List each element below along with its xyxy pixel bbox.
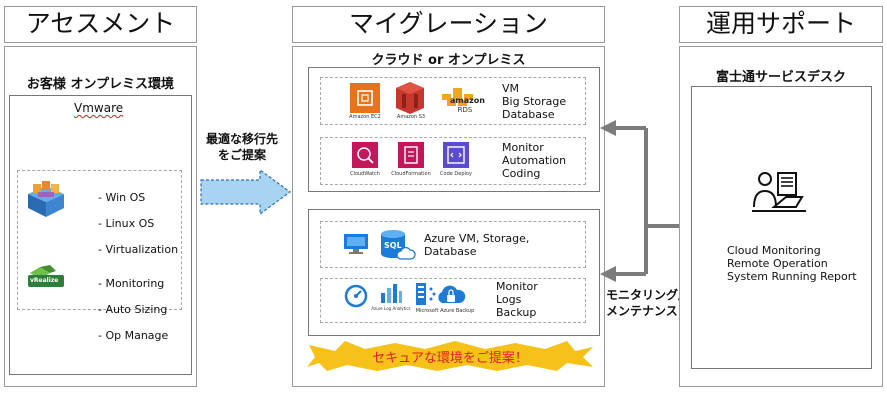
support-items: Cloud Monitoring Remote Operation System…	[727, 244, 857, 283]
assessment-subtitle: お客様 オンプレミス環境	[26, 77, 175, 92]
monitoring-feedback-arrows	[600, 120, 684, 282]
cloudwatch-caption: CloudWatch	[350, 171, 380, 177]
cloudformation-caption: CloudFormation	[391, 171, 431, 177]
azure-monitor-gauge-icon	[344, 284, 368, 308]
amazon-s3-icon	[396, 82, 424, 114]
amazon-s3-caption: Amazon S3	[396, 114, 426, 120]
azure-log-analytics-icon	[381, 284, 402, 303]
secure-banner-text: セキュアな環境をご提案！	[372, 351, 528, 366]
vrealize-badge: vRealize	[30, 277, 59, 284]
secure-banner-shape	[307, 341, 593, 371]
azure-ops-text: Monitor Logs Backup	[496, 280, 538, 319]
group2-item-1: - Monitoring	[98, 277, 165, 290]
azure-backup-caption: Microsoft Azure Backup	[415, 308, 475, 314]
cloudwatch-icon	[352, 142, 378, 168]
group1-item-1: - Win OS	[98, 191, 146, 204]
virtualization-icon	[28, 181, 64, 217]
azure-compute-text: Azure VM, Storage, Database	[424, 232, 530, 258]
monitoring-label: モニタリング/ メンテナンス	[606, 288, 683, 318]
cloudformation-icon	[398, 142, 424, 168]
group1-item-2: - Linux OS	[98, 217, 155, 230]
azure-log-analytics-caption: Azure Log Analytics	[371, 306, 411, 311]
group2-item-2: - Auto Sizing	[98, 303, 168, 316]
amazon-ec2-caption: Amazon EC2	[349, 114, 381, 120]
amazon-rds-caption: RDS	[457, 106, 473, 114]
migration-subtitle: クラウド or オンプレミス	[371, 53, 526, 68]
assessment-title: アセスメント	[4, 6, 197, 43]
amazon-ec2-icon	[350, 83, 380, 113]
migration-arrow	[200, 168, 292, 216]
migration-title: マイグレーション	[292, 6, 605, 43]
azure-vm-icon	[344, 234, 368, 254]
code-deploy-icon	[443, 142, 469, 168]
vrealize-icon	[28, 265, 64, 287]
support-title: 運用サポート	[679, 6, 883, 43]
service-desk-box	[691, 86, 872, 369]
group2-list: - Monitoring - Auto Sizing - Op Manage	[98, 264, 168, 355]
migration-arrow-label: 最適な移行先 をご提案	[205, 132, 278, 162]
group2-item-3: - Op Manage	[98, 329, 169, 342]
operator-desk-icon	[752, 172, 806, 212]
vmware-label: Vmware	[74, 101, 124, 115]
azure-sql-label: SQL	[384, 241, 402, 250]
aws-ops-text: Monitor Automation Coding	[502, 141, 567, 180]
azure-storage-icon	[396, 246, 416, 260]
group1-list: - Win OS - Linux OS - Virtualization	[98, 178, 178, 269]
amazon-wordmark: amazon	[450, 96, 485, 105]
support-subtitle: 富士通サービスデスク	[715, 70, 846, 85]
amazon-rds-icon	[442, 88, 473, 106]
code-deploy-caption: Code Deploy	[440, 171, 472, 177]
aws-compute-text: VM Big Storage Database	[502, 82, 567, 121]
group1-item-3: - Virtualization	[98, 243, 179, 256]
azure-backup-icon	[416, 283, 466, 305]
